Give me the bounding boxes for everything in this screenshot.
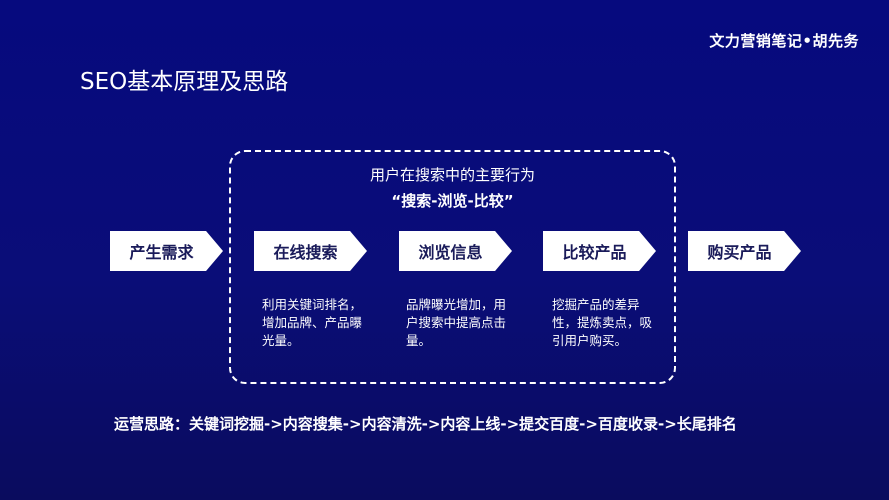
step-arrow-purchase: 购买产品: [688, 231, 801, 271]
behavior-title: 用户在搜索中的主要行为: [369, 166, 535, 184]
step-label: 购买产品: [707, 243, 772, 262]
step-desc-compare: 挖掘产品的差异性，提炼卖点，吸引用户购买。: [552, 297, 653, 348]
brand-label: 文力营销笔记•胡先务: [709, 32, 859, 50]
behavior-subtitle: “搜索-浏览-比较”: [391, 192, 514, 210]
step-label: 在线搜索: [273, 243, 338, 262]
step-arrow-demand: 产生需求: [110, 231, 223, 271]
step-arrow-compare: 比较产品: [543, 231, 656, 271]
operations-flow: 运营思路：关键词挖掘->内容搜集->内容清洗->内容上线->提交百度->百度收录…: [114, 415, 737, 433]
step-desc-browse: 品牌曝光增加，用户搜索中提高点击量。: [406, 297, 507, 348]
step-label: 产生需求: [129, 243, 194, 262]
page-title: SEO基本原理及思路: [80, 69, 289, 95]
step-arrow-search: 在线搜索: [254, 231, 367, 271]
step-desc-search: 利用关键词排名，增加品牌、产品曝光量。: [262, 297, 363, 348]
step-label: 浏览信息: [418, 243, 483, 262]
search-behavior-group: [229, 150, 676, 384]
step-label: 比较产品: [562, 243, 627, 262]
behavior-caption: 用户在搜索中的主要行为 “搜索-浏览-比较”: [229, 162, 676, 214]
step-arrow-browse: 浏览信息: [399, 231, 512, 271]
